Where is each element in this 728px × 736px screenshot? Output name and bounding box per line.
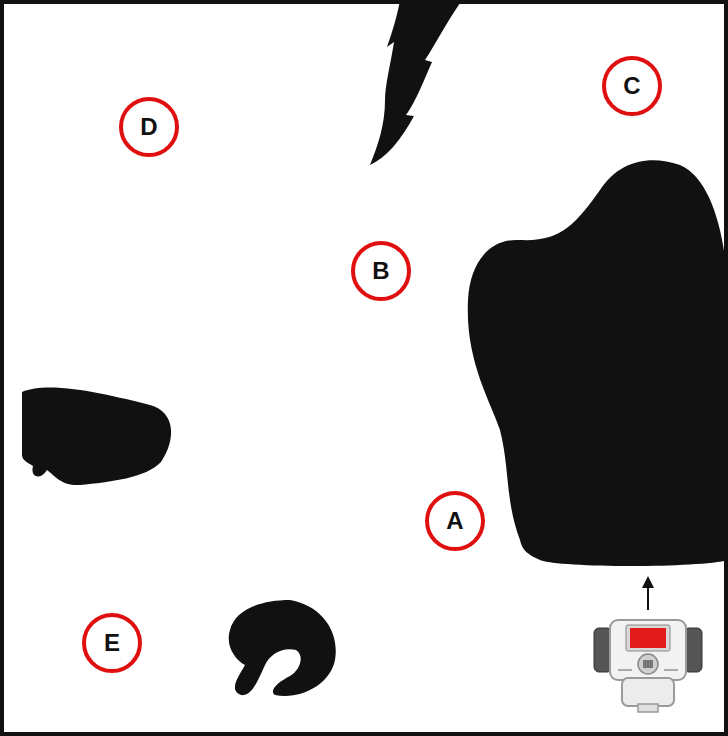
location-letter: B — [372, 259, 389, 283]
location-marker: A — [425, 491, 485, 551]
location-marker: C — [602, 56, 662, 116]
obstacle-spike — [370, 0, 462, 165]
location-letter: C — [623, 74, 640, 98]
location-marker: B — [351, 241, 411, 301]
location-marker: E — [82, 613, 142, 673]
robot-icon — [594, 620, 702, 712]
location-letter: D — [140, 115, 157, 139]
location-letter: A — [446, 509, 463, 533]
location-letter: E — [104, 631, 120, 655]
obstacle-hook — [229, 600, 336, 696]
location-marker: D — [119, 97, 179, 157]
obstacle-blob — [468, 160, 728, 566]
obstacle-blob — [22, 388, 171, 486]
direction-arrow — [647, 582, 649, 610]
